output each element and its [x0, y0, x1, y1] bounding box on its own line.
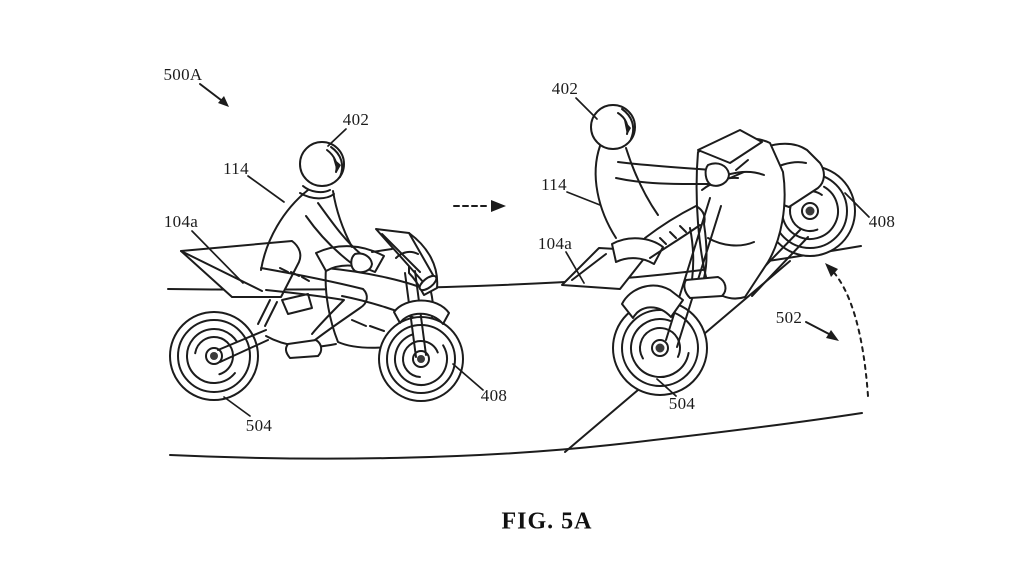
ref-label-104a-right: 104a — [537, 234, 573, 253]
ref-500a-arrow-icon — [199, 83, 229, 107]
leader-lines — [191, 97, 870, 417]
glove — [350, 252, 373, 274]
swingarm — [217, 329, 269, 363]
motorcycle-level — [169, 228, 464, 402]
front-wheel-left-bike — [378, 316, 464, 402]
front-fork-right-bike — [665, 197, 722, 348]
ref-502-arrow-icon — [805, 321, 839, 341]
tail-section-left-bike — [180, 240, 302, 298]
motorcycle-pitched — [561, 129, 856, 396]
ref-label-114-left: 114 — [223, 159, 249, 178]
ref-label-104a-left: 104a — [163, 212, 199, 231]
ref-label-504-right: 504 — [668, 394, 696, 413]
front-fender-right-bike — [621, 284, 684, 319]
rotation-dashed-arrow-icon — [825, 263, 869, 397]
ref-label-504-left: 504 — [245, 416, 273, 435]
helmet-right-rider — [590, 104, 636, 150]
helmet-left-rider — [299, 141, 345, 187]
handlebar — [371, 248, 419, 259]
windscreen-right-bike — [697, 129, 763, 164]
ref-label-402-right: 402 — [551, 79, 579, 98]
fuel-tank — [315, 245, 385, 273]
ref-label-500a: 500A — [163, 65, 203, 84]
ref-label-502: 502 — [775, 308, 803, 327]
glove-right-rider — [704, 162, 730, 187]
boot — [284, 339, 323, 359]
boot-right-rider — [683, 276, 727, 299]
rear-wheel-left-bike — [169, 311, 259, 401]
rider-pitched — [590, 104, 730, 299]
figure-caption: FIG. 5A — [501, 508, 593, 535]
headlight — [418, 274, 438, 292]
ref-label-408-left: 408 — [480, 386, 508, 405]
ref-label-114-right: 114 — [541, 175, 567, 194]
rider-level — [260, 141, 373, 359]
ref-label-402-left: 402 — [342, 110, 370, 129]
motion-dashed-arrow-icon — [453, 200, 506, 212]
ref-label-408-right: 408 — [868, 212, 896, 231]
front-fender — [393, 299, 450, 325]
